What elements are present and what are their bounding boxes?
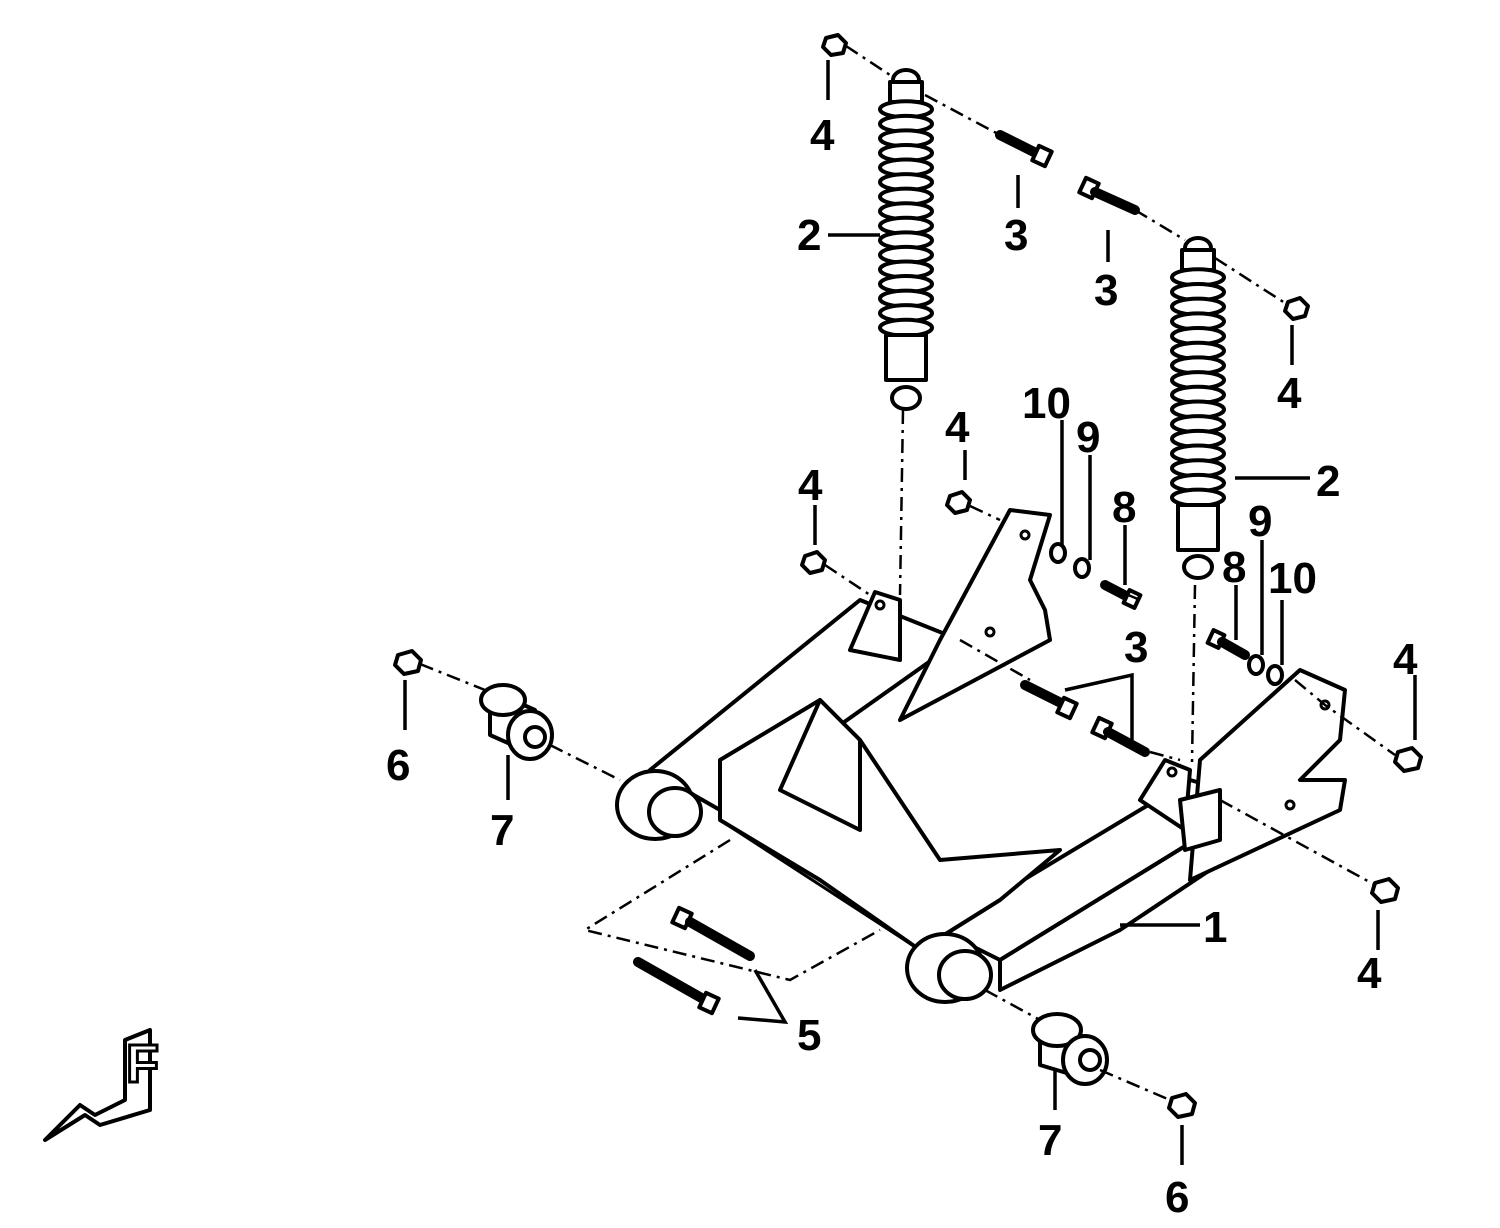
callout-10-a: 10 bbox=[1022, 379, 1071, 428]
leader-lines bbox=[403, 60, 1417, 1165]
bolt-5-a bbox=[670, 905, 755, 961]
callout-4-left: 4 bbox=[798, 461, 823, 510]
nut-6-right bbox=[1167, 1092, 1197, 1119]
front-indicator-letter: F bbox=[126, 1034, 159, 1094]
callout-7-left: 7 bbox=[490, 806, 514, 855]
nut-4-mid bbox=[945, 490, 972, 515]
callout-8-a: 8 bbox=[1112, 483, 1136, 532]
bolt-3-lower-a bbox=[1020, 680, 1079, 721]
callout-3-lower: 3 bbox=[1124, 623, 1148, 672]
bolt-3-upper-left bbox=[995, 130, 1054, 169]
callout-10-b: 10 bbox=[1268, 554, 1317, 603]
assembly-lines bbox=[419, 44, 1396, 1102]
callout-1: 1 bbox=[1203, 903, 1227, 952]
callout-4-right-top: 4 bbox=[1277, 369, 1302, 418]
callout-3-upper-right: 3 bbox=[1094, 266, 1118, 315]
callout-2-right: 2 bbox=[1316, 457, 1340, 506]
nut-4-right-mid bbox=[1393, 746, 1423, 773]
washer-9-a bbox=[1073, 557, 1091, 579]
callout-9-a: 9 bbox=[1076, 413, 1100, 462]
callout-9-b: 9 bbox=[1248, 497, 1272, 546]
bolt-8-b bbox=[1205, 628, 1250, 660]
bushing-left bbox=[479, 683, 554, 761]
callout-8-b: 8 bbox=[1222, 543, 1246, 592]
nut-4-left bbox=[800, 550, 827, 575]
nut-6-left bbox=[393, 649, 423, 676]
shock-absorber-left bbox=[878, 68, 934, 411]
callout-2-left: 2 bbox=[797, 211, 821, 260]
bolt-5-b bbox=[633, 957, 721, 1016]
callout-4-mid: 4 bbox=[945, 403, 970, 452]
callout-3-upper-left: 3 bbox=[1004, 211, 1028, 260]
nut-4-top-left bbox=[821, 33, 848, 57]
callout-4-top-left: 4 bbox=[810, 111, 835, 160]
washer-9-b bbox=[1247, 654, 1265, 676]
callouts: 1 2 2 3 3 3 4 4 4 4 4 4 5 6 6 7 7 8 8 9 … bbox=[386, 111, 1418, 1222]
shock-absorber-right bbox=[1170, 236, 1226, 580]
washer-10-a bbox=[1049, 542, 1067, 564]
bolt-3-lower-b bbox=[1090, 715, 1150, 757]
callout-7-right: 7 bbox=[1038, 1116, 1062, 1165]
bushing-right bbox=[1031, 1012, 1109, 1086]
bolt-3-upper-right bbox=[1077, 175, 1140, 215]
nut-4-right-top bbox=[1283, 296, 1310, 321]
callout-6-left: 6 bbox=[386, 741, 410, 790]
nut-4-right-low bbox=[1370, 877, 1400, 904]
callout-6-right: 6 bbox=[1165, 1173, 1189, 1222]
callout-4-right-mid: 4 bbox=[1393, 635, 1418, 684]
front-indicator-icon: F bbox=[43, 1028, 161, 1142]
callout-5: 5 bbox=[797, 1011, 821, 1060]
washer-10-b bbox=[1266, 664, 1284, 686]
swingarm-frame bbox=[615, 508, 1347, 1004]
callout-4-right-low: 4 bbox=[1357, 949, 1382, 998]
